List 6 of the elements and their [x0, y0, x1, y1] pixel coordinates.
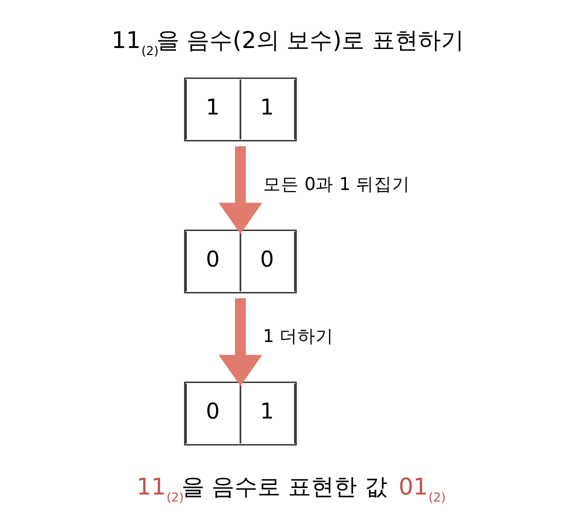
arrow [218, 146, 262, 234]
caption: 11$_{(2)}$을 음수로 표현한 값 01$_{(2)}$ [136, 474, 446, 504]
arrow [218, 298, 262, 386]
diagram-title: 11$_{(2)}$을 음수(2의 보수)로 표현하기 [111, 27, 464, 58]
edge-label: 1 더하기 [262, 326, 334, 347]
edge-label: 모든 0과 1 뒤집기 [262, 174, 410, 195]
